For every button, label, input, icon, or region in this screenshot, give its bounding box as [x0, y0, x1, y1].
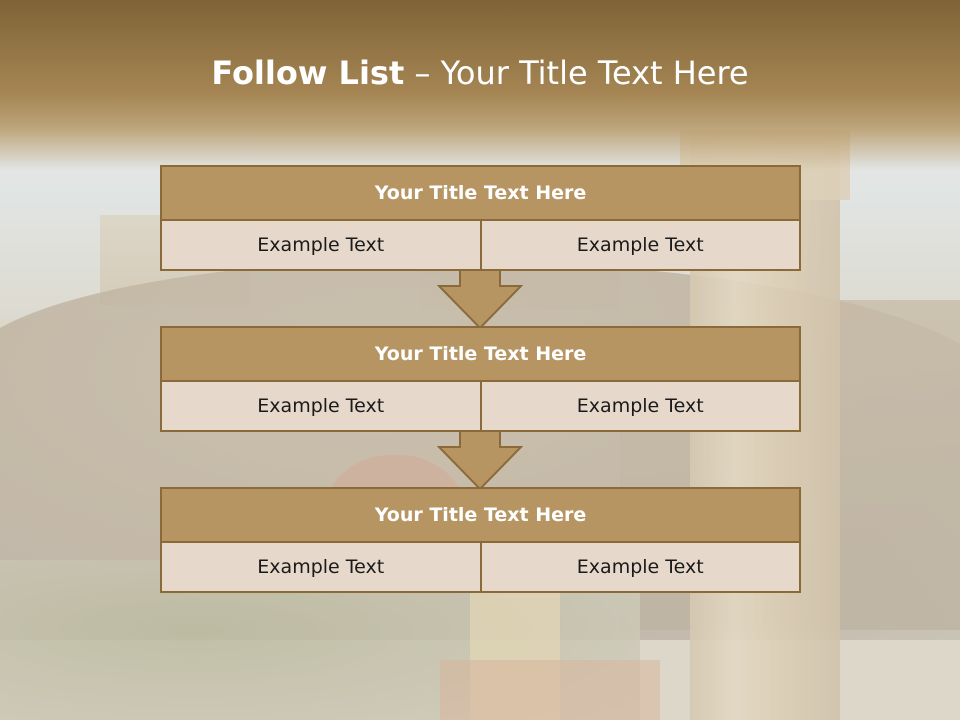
list-block-1: Your Title Text Here Example Text Exampl… — [160, 165, 801, 271]
slide-title-bold: Follow List — [211, 54, 405, 92]
block-cell-right[interactable]: Example Text — [479, 543, 801, 593]
block-cell-right[interactable]: Example Text — [479, 221, 801, 271]
slide-title: Follow List – Your Title Text Here — [0, 54, 960, 92]
block-row: Example Text Example Text — [160, 543, 801, 593]
block-title[interactable]: Your Title Text Here — [160, 165, 801, 221]
down-arrow-icon — [437, 431, 523, 491]
block-cell-left[interactable]: Example Text — [160, 221, 482, 271]
block-cell-right[interactable]: Example Text — [479, 382, 801, 432]
block-title[interactable]: Your Title Text Here — [160, 326, 801, 382]
list-block-2: Your Title Text Here Example Text Exampl… — [160, 326, 801, 432]
slide-title-rest: – Your Title Text Here — [404, 54, 749, 92]
block-cell-left[interactable]: Example Text — [160, 543, 482, 593]
block-title[interactable]: Your Title Text Here — [160, 487, 801, 543]
list-block-3: Your Title Text Here Example Text Exampl… — [160, 487, 801, 593]
title-banner — [0, 0, 960, 170]
down-arrow-icon — [437, 270, 523, 330]
block-cell-left[interactable]: Example Text — [160, 382, 482, 432]
block-row: Example Text Example Text — [160, 221, 801, 271]
block-row: Example Text Example Text — [160, 382, 801, 432]
